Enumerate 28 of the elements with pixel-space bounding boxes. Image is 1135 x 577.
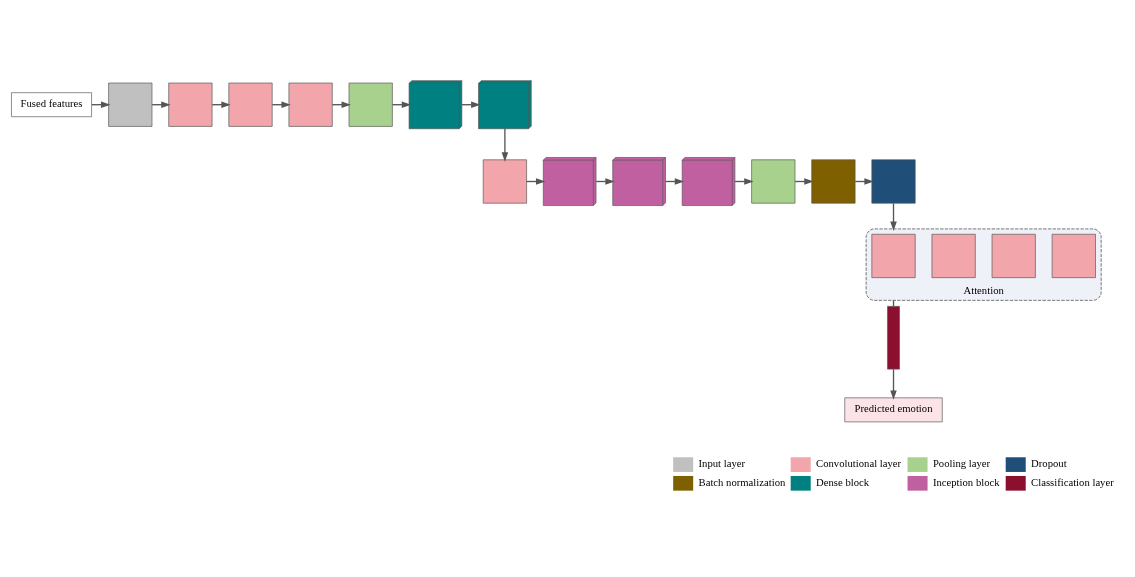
node-box: [168, 82, 213, 127]
node-box: [108, 82, 153, 127]
node-box: [931, 233, 976, 278]
legend-label: Pooling layer: [932, 456, 991, 469]
node-box: Predicted emotion: [844, 397, 943, 422]
node-box: [482, 158, 527, 204]
legend-label: Inception block: [932, 475, 1000, 488]
cluster: Attention: [865, 228, 1102, 301]
arrow: [501, 127, 509, 162]
node-box: [348, 82, 393, 127]
node-box: [288, 82, 333, 127]
legend-label: Convolutional layer: [816, 456, 902, 469]
legend-label: Dropout: [1031, 456, 1067, 469]
arrow: [890, 368, 897, 400]
arrow: [890, 202, 897, 231]
node-box: [871, 158, 916, 204]
node-box: [811, 158, 856, 204]
legend-label: Batch normalization: [698, 475, 786, 488]
node-box: [751, 158, 796, 204]
node-box: [871, 233, 916, 278]
node-box: [1051, 233, 1096, 278]
node-bar: [887, 305, 900, 369]
node-box: [991, 233, 1036, 278]
node-box: [228, 82, 273, 127]
node-box: Fused features: [11, 91, 92, 117]
legend-label: Classification layer: [1031, 475, 1114, 488]
legend-label: Dense block: [816, 475, 870, 488]
legend-label: Input layer: [698, 456, 746, 469]
